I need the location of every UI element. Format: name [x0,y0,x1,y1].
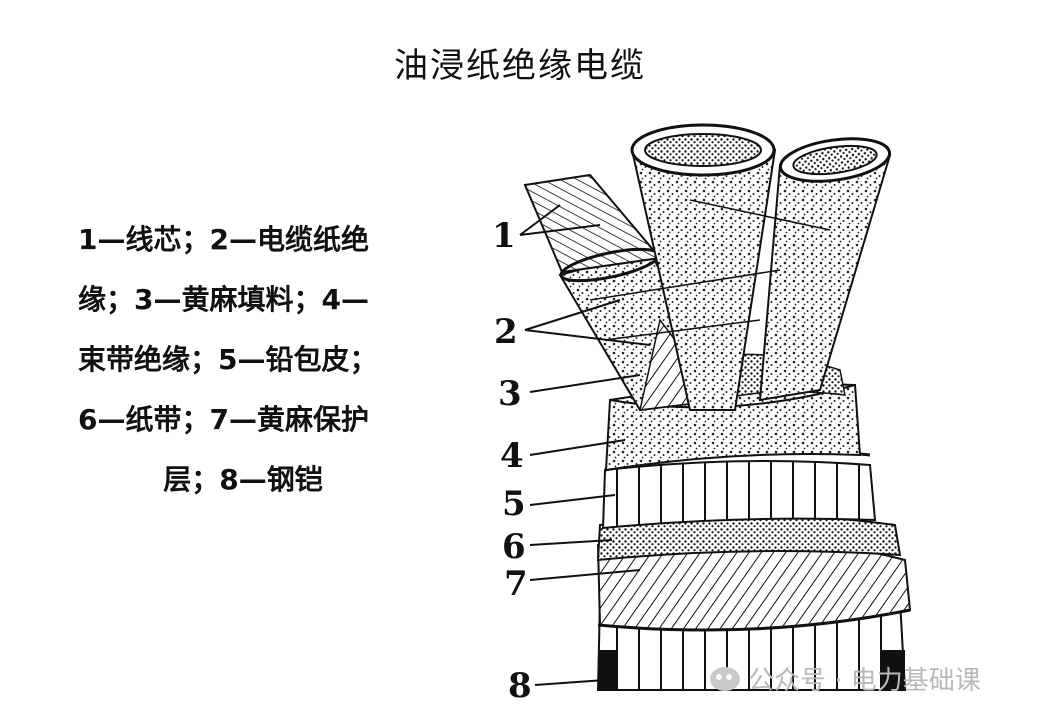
label-2: 2 [494,312,518,352]
legend-text: 1—线芯；2—电缆纸绝 缘；3—黄麻填料；4— 束带绝缘；5—铅包皮； 6—纸带… [78,210,418,510]
watermark-text: 公众号 · 电力基础课 [748,666,981,696]
legend-line: 缘；3—黄麻填料；4— [78,283,369,316]
label-3: 3 [498,374,522,414]
leader-lines [519,204,651,686]
page-title: 油浸纸绝缘电缆 [394,46,646,86]
label-8: 8 [508,666,532,706]
watermark: 公众号 · 电力基础课 [710,660,981,697]
core-right [758,137,892,402]
legend-line: 6—纸带；7—黄麻保护 [78,403,369,436]
legend-line: 层；8—钢铠 [163,463,323,496]
core-middle [630,123,777,411]
label-6: 6 [502,527,526,567]
label-5: 5 [502,484,526,524]
label-7: 7 [504,564,528,604]
label-4: 4 [500,436,524,476]
label-1: 1 [492,216,516,256]
paper-insulation-lines [589,199,831,341]
legend-line: 束带绝缘；5—铅包皮； [78,343,378,376]
legend-line: 1—线芯；2—电缆纸绝 [78,223,369,256]
wechat-icon [710,666,740,691]
